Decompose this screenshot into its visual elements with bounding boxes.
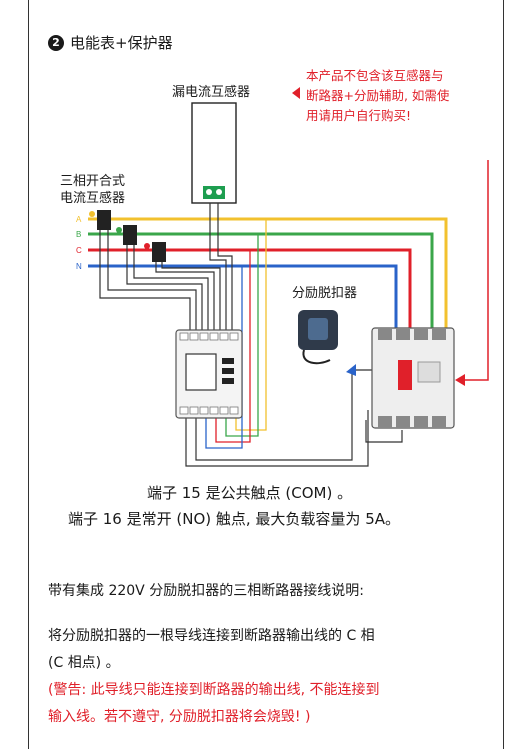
shunt-link-arrow-icon (455, 374, 465, 386)
phase-b-label: B (76, 230, 81, 239)
instructions-warning-line1: (警告: 此导线只能连接到断路器的输出线, 不能连接到 (48, 682, 380, 698)
three-phase-ct-label-line1: 三相开合式 (60, 174, 125, 189)
notice-line-1: 本产品不包含该互感器与 (306, 68, 444, 83)
ct-clamp-c (152, 242, 166, 262)
phase-a-label: A (76, 215, 82, 224)
leakage-ct-label: 漏电流互感器 (172, 84, 250, 100)
shunt-trip-label: 分励脱扣器 (292, 286, 357, 301)
phase-a-line (88, 217, 448, 328)
instructions-title: 带有集成 220V 分励脱扣器的三相断路器接线说明: (48, 583, 364, 599)
section-heading: 2 电能表+保护器 (48, 32, 173, 53)
ct-clamp-a (97, 210, 111, 230)
phase-c-line (88, 248, 412, 328)
breaker-toggle (398, 360, 412, 390)
three-phase-ct-label-line2: 电流互感器 (60, 190, 125, 206)
meter-display (185, 353, 217, 391)
ct-clamp-b (123, 225, 137, 245)
phase-c-label: C (76, 246, 82, 255)
phase-n-label: N (76, 262, 82, 271)
instructions-body-line1: 将分励脱扣器的一根导线连接到断路器输出线的 C 相 (48, 628, 375, 644)
page-frame (28, 0, 504, 749)
terminal-note-1: 端子 15 是公共触点 (COM) 。 (147, 484, 353, 502)
shunt-trip-pointer-icon (346, 364, 356, 376)
circuit-breaker (371, 327, 455, 429)
terminal-note-2: 端子 16 是常开 (NO) 触点, 最大负载容量为 5A。 (68, 510, 401, 528)
phase-b-line (88, 232, 434, 328)
phase-n-line (88, 264, 398, 328)
notice-arrow-icon (292, 87, 300, 99)
instructions-body-line2: (C 相点) 。 (48, 655, 120, 671)
instructions-warning-line2: 输入线。若不遵守, 分励脱扣器将会烧毁! ) (48, 709, 311, 725)
notice-line-2: 断路器+分励辅助, 如需使 (306, 88, 450, 103)
section-title: 电能表+保护器 (70, 34, 173, 52)
notice-line-3: 用请用户自行购买! (306, 108, 411, 123)
shunt-link-line (465, 160, 489, 381)
section-number-badge: 2 (48, 34, 64, 51)
